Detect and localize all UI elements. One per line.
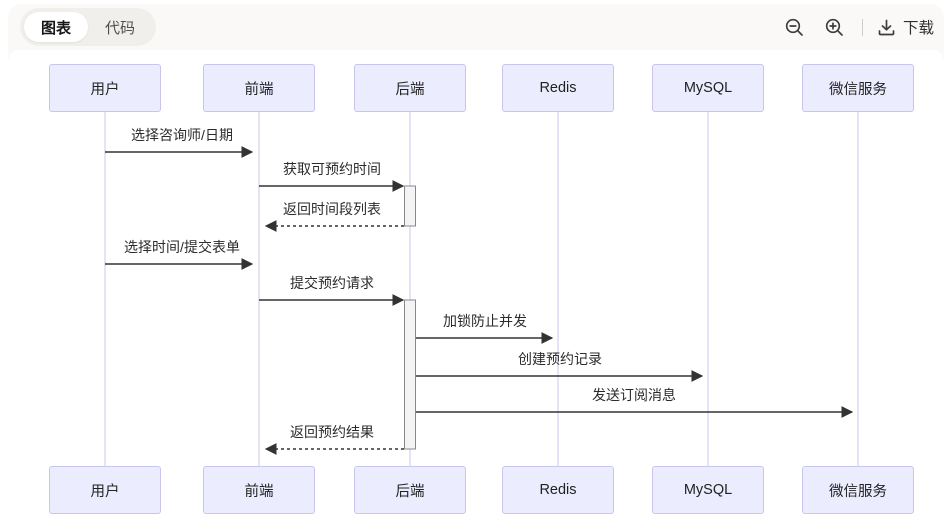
zoom-out-button[interactable]: [782, 14, 808, 40]
participant-label: Redis: [539, 482, 577, 498]
participant-wechat-service-bottom: 微信服务: [802, 466, 914, 514]
participant-label: 前端: [244, 483, 274, 500]
participant-label: 前端: [244, 81, 274, 98]
tab-code[interactable]: 代码: [105, 19, 136, 37]
tab-diagram[interactable]: 图表: [24, 12, 89, 42]
participant-user-bottom: 用户: [49, 466, 161, 514]
message-label-1: 选择咨询师/日期: [131, 127, 233, 143]
participant-label: 后端: [395, 81, 425, 98]
participant-user-top: 用户: [49, 64, 161, 112]
participant-label: 用户: [90, 81, 120, 98]
message-label-4: 选择时间/提交表单: [124, 239, 240, 255]
participant-label: MySQL: [683, 80, 733, 96]
magnifier-plus-icon: [826, 18, 844, 36]
participant-label: 微信服务: [829, 483, 887, 500]
participant-backend-top: 后端: [354, 64, 466, 112]
message-label-8: 发送订阅消息: [592, 387, 676, 403]
zoom-in-button[interactable]: [822, 14, 848, 40]
view-tab-group: 图表 代码: [20, 8, 157, 46]
message-label-9: 返回预约结果: [290, 424, 374, 440]
toolbar: 图表 代码: [8, 4, 944, 52]
message-label-7: 创建预约记录: [518, 351, 602, 367]
download-label: 下载: [902, 20, 934, 37]
participant-label: 用户: [90, 483, 120, 500]
participant-redis-top: Redis: [502, 64, 614, 112]
participant-frontend-top: 前端: [203, 64, 315, 112]
participant-label: 后端: [395, 483, 425, 500]
message-label-6: 加锁防止并发: [443, 313, 527, 329]
magnifier-minus-icon: [786, 18, 804, 36]
toolbar-controls: 下载: [782, 8, 934, 46]
participant-mysql-bottom: MySQL: [652, 466, 764, 514]
diagram-canvas[interactable]: [8, 50, 944, 529]
message-label-3: 返回时间段列表: [283, 201, 381, 217]
download-button[interactable]: 下载: [877, 16, 934, 38]
participant-label: MySQL: [683, 482, 733, 498]
participant-mysql-top: MySQL: [652, 64, 764, 112]
message-label-2: 获取可预约时间: [283, 161, 381, 177]
participant-wechat-service-top: 微信服务: [802, 64, 914, 112]
toolbar-divider: [861, 18, 863, 36]
download-icon: [878, 19, 895, 35]
participant-backend-bottom: 后端: [354, 466, 466, 514]
participant-label: Redis: [539, 80, 577, 96]
message-label-5: 提交预约请求: [290, 275, 374, 291]
participant-label: 微信服务: [829, 81, 887, 98]
participant-redis-bottom: Redis: [502, 466, 614, 514]
participant-frontend-bottom: 前端: [203, 466, 315, 514]
